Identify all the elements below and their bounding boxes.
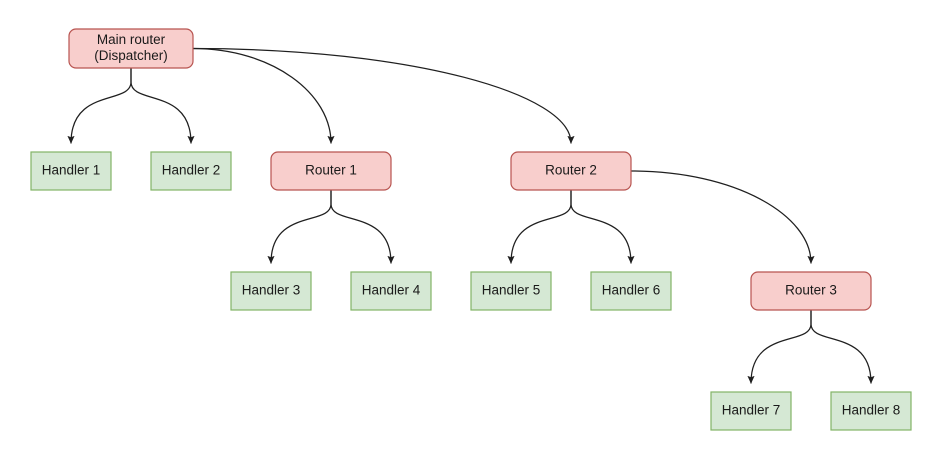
node-handler-8[interactable]: Handler 8	[830, 391, 912, 431]
node-handler-4[interactable]: Handler 4	[350, 271, 432, 311]
main-router-box[interactable]	[68, 28, 194, 69]
node-handler-7[interactable]: Handler 7	[710, 391, 792, 431]
router-2-box[interactable]	[510, 151, 632, 191]
handler-3-box[interactable]	[230, 271, 312, 311]
handler-7-box[interactable]	[710, 391, 792, 431]
handler-5-box[interactable]	[470, 271, 552, 311]
node-handler-6[interactable]: Handler 6	[590, 271, 672, 311]
edge-main-router-to-router-2	[192, 47, 575, 144]
handler-6-box[interactable]	[590, 271, 672, 311]
handler-4-box[interactable]	[350, 271, 432, 311]
edge-router-3-to-handler-8	[810, 309, 875, 384]
handler-2-box[interactable]	[150, 151, 232, 191]
edge-main-router-to-router-1	[192, 47, 335, 144]
node-handler-2[interactable]: Handler 2	[150, 151, 232, 191]
edge-router-2-to-router-3	[630, 170, 815, 264]
node-main-router[interactable]: Main router(Dispatcher)	[68, 28, 194, 69]
node-router-2[interactable]: Router 2	[510, 151, 632, 191]
node-handler-1[interactable]: Handler 1	[30, 151, 112, 191]
edge-router-3-to-handler-7	[747, 309, 812, 384]
router-1-box[interactable]	[270, 151, 392, 191]
edges-layer	[67, 47, 875, 384]
node-router-3[interactable]: Router 3	[750, 271, 872, 311]
node-handler-3[interactable]: Handler 3	[230, 271, 312, 311]
handler-1-box[interactable]	[30, 151, 112, 191]
edge-main-router-to-handler-1	[67, 67, 132, 144]
edge-router-1-to-handler-3	[267, 189, 332, 264]
router-3-box[interactable]	[750, 271, 872, 311]
node-router-1[interactable]: Router 1	[270, 151, 392, 191]
nodes-layer: Main router(Dispatcher) Handler 1 Handler …	[30, 28, 912, 431]
handler-8-box[interactable]	[830, 391, 912, 431]
node-handler-5[interactable]: Handler 5	[470, 271, 552, 311]
edge-main-router-to-handler-2	[130, 67, 195, 144]
edge-router-2-to-handler-6	[570, 189, 635, 264]
edge-router-2-to-handler-5	[507, 189, 572, 264]
edge-router-1-to-handler-4	[330, 189, 395, 264]
